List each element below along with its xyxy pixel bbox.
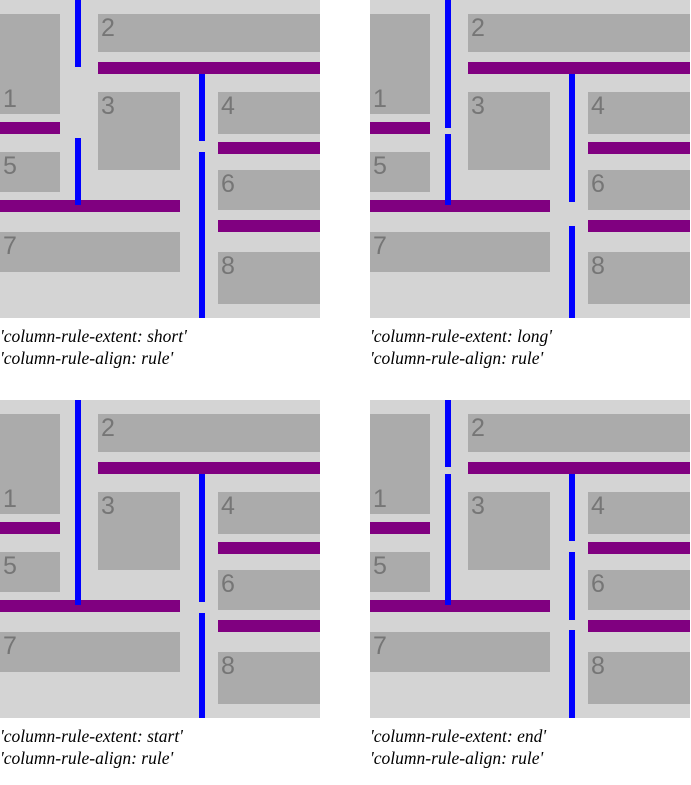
column-spanner: [0, 600, 180, 612]
content-box-2: 2: [468, 14, 690, 52]
content-box-3: 3: [468, 92, 550, 170]
column-spanner: [0, 522, 60, 534]
column-rule-segment: [199, 74, 205, 141]
column-rule-segment: [569, 474, 575, 541]
column-spanner: [370, 600, 550, 612]
panel-caption-long: 'column-rule-extent: long''column-rule-a…: [370, 325, 552, 369]
column-spanner: [588, 542, 690, 554]
column-spanner: [0, 122, 60, 134]
content-box-8: 8: [588, 652, 690, 704]
column-spanner: [218, 220, 320, 232]
column-spanner: [468, 62, 690, 74]
content-box-2: 2: [98, 414, 320, 452]
content-box-2: 2: [98, 14, 320, 52]
caption-line-extent: 'column-rule-extent: short': [0, 326, 187, 346]
column-spanner: [218, 620, 320, 632]
content-box-4: 4: [218, 92, 320, 134]
column-rule-segment: [569, 74, 575, 202]
content-box-8: 8: [218, 252, 320, 304]
panel-caption-start: 'column-rule-extent: start''column-rule-…: [0, 725, 183, 769]
column-rule-segment: [445, 400, 451, 467]
content-box-5: 5: [370, 152, 430, 192]
content-box-3: 3: [468, 492, 550, 570]
column-spanner: [218, 142, 320, 154]
content-box-5: 5: [0, 152, 60, 192]
column-rule-segment: [569, 630, 575, 718]
column-spanner: [588, 620, 690, 632]
caption-line-extent: 'column-rule-extent: long': [370, 326, 552, 346]
caption-line-align: 'column-rule-align: rule': [0, 748, 174, 768]
column-rule-segment: [569, 226, 575, 318]
content-box-1: 1: [0, 414, 60, 514]
content-box-2: 2: [468, 414, 690, 452]
column-rule-segment: [445, 134, 451, 205]
column-spanner: [370, 200, 550, 212]
column-spanner: [98, 62, 320, 74]
content-box-6: 6: [218, 170, 320, 210]
content-box-8: 8: [588, 252, 690, 304]
content-box-5: 5: [0, 552, 60, 592]
panel-caption-end: 'column-rule-extent: end''column-rule-al…: [370, 725, 546, 769]
content-box-3: 3: [98, 492, 180, 570]
column-spanner: [98, 462, 320, 474]
column-rule-segment: [75, 0, 81, 67]
content-box-1: 1: [370, 414, 430, 514]
content-box-7: 7: [0, 232, 180, 272]
column-rule-segment: [75, 400, 81, 605]
column-spanner: [370, 122, 430, 134]
content-box-4: 4: [588, 492, 690, 534]
content-box-6: 6: [588, 570, 690, 610]
content-box-1: 1: [0, 14, 60, 114]
column-spanner: [370, 522, 430, 534]
content-box-7: 7: [370, 232, 550, 272]
column-rule-segment: [445, 474, 451, 605]
column-spanner: [0, 200, 180, 212]
caption-line-extent: 'column-rule-extent: start': [0, 726, 183, 746]
column-spanner: [218, 542, 320, 554]
content-box-3: 3: [98, 92, 180, 170]
panel-caption-short: 'column-rule-extent: short''column-rule-…: [0, 325, 187, 369]
content-box-7: 7: [370, 632, 550, 672]
column-rule-segment: [199, 474, 205, 602]
content-box-6: 6: [218, 570, 320, 610]
content-box-6: 6: [588, 170, 690, 210]
column-spanner: [588, 142, 690, 154]
column-rule-segment: [75, 138, 81, 205]
column-rule-segment: [199, 152, 205, 318]
content-box-1: 1: [370, 14, 430, 114]
column-spanner: [588, 220, 690, 232]
column-rule-segment: [569, 552, 575, 620]
content-box-4: 4: [588, 92, 690, 134]
caption-line-extent: 'column-rule-extent: end': [370, 726, 547, 746]
caption-line-align: 'column-rule-align: rule': [370, 748, 544, 768]
caption-line-align: 'column-rule-align: rule': [370, 348, 544, 368]
content-box-4: 4: [218, 492, 320, 534]
column-rule-segment: [445, 0, 451, 128]
content-box-7: 7: [0, 632, 180, 672]
content-box-8: 8: [218, 652, 320, 704]
content-box-5: 5: [370, 552, 430, 592]
column-rule-segment: [199, 613, 205, 718]
column-spanner: [468, 462, 690, 474]
caption-line-align: 'column-rule-align: rule': [0, 348, 174, 368]
